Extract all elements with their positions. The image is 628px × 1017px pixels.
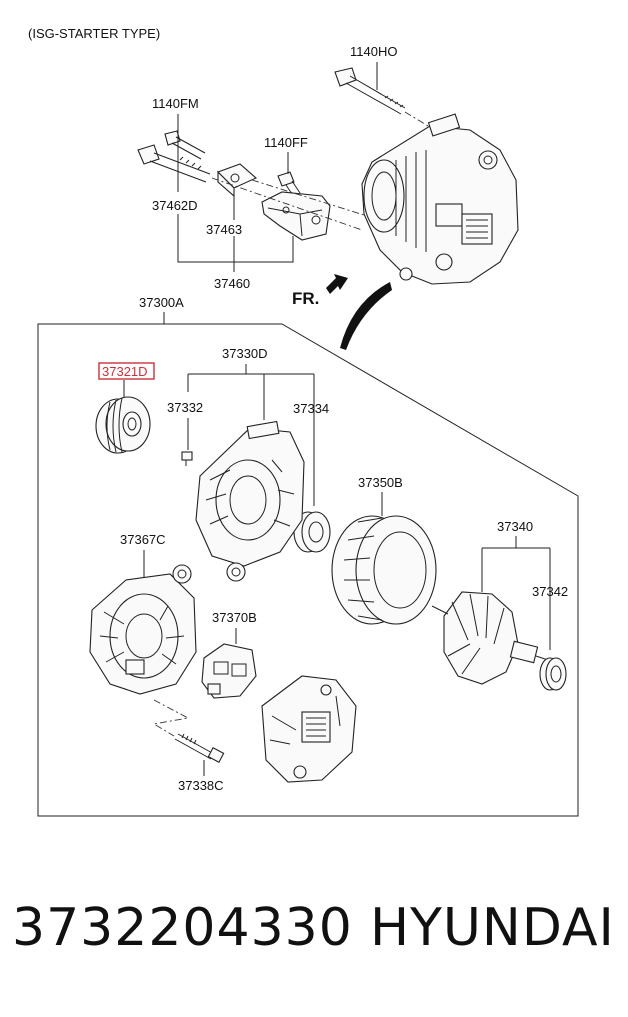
bolt-1140ho <box>334 67 439 133</box>
bolt-1140ff <box>277 171 301 198</box>
screw-37332 <box>181 451 193 466</box>
brand-name: HYUNDAI <box>370 898 615 958</box>
diagram-type-note: (ISG-STARTER TYPE) <box>28 26 160 41</box>
brush-holder-37370b <box>201 643 257 699</box>
front-housing-37330d <box>195 420 305 582</box>
bracket-37460 <box>177 214 294 263</box>
rear-cover-regulator <box>261 675 357 783</box>
pulley-37321d <box>95 396 151 454</box>
label-37460: 37460 <box>214 276 250 291</box>
rear-housing-37367c <box>89 564 197 695</box>
label-37330d: 37330D <box>222 346 268 361</box>
label-37350b: 37350B <box>358 475 403 490</box>
label-37463: 37463 <box>206 222 242 237</box>
label-1140ho: 1140HO <box>350 44 397 59</box>
exploded-view-arrow-icon <box>340 282 392 350</box>
bearing-37334 <box>293 511 331 553</box>
label-1140fm: 1140FM <box>152 96 199 111</box>
bearing-37342 <box>539 657 567 691</box>
label-37367c: 37367C <box>120 532 166 547</box>
label-37462d: 37462D <box>152 198 198 213</box>
label-37370b: 37370B <box>212 610 257 625</box>
label-37300a: 37300A <box>139 295 184 310</box>
label-1140ff: 1140FF <box>264 135 308 150</box>
front-arrow-icon <box>326 274 348 294</box>
label-37340: 37340 <box>497 519 533 534</box>
highlight-box-37321d <box>98 362 155 380</box>
label-37321d: 37321D <box>102 364 148 379</box>
stator-37350b <box>331 515 437 625</box>
nut-plate-37463 <box>217 163 258 198</box>
part-number: 3732204330 <box>12 898 353 958</box>
exploded-parts-diagram: (ISG-STARTER TYPE) 1140HO 1140FM 37462D … <box>28 26 579 817</box>
front-direction-label: FR. <box>292 289 319 308</box>
label-37332: 37332 <box>167 400 203 415</box>
bolt-1140fm-upper <box>164 130 206 160</box>
label-37334: 37334 <box>293 401 329 416</box>
label-37342: 37342 <box>532 584 568 599</box>
through-bolt-37338c <box>174 733 225 763</box>
alternator-assembly <box>361 113 519 285</box>
bolt-1140fm-lower <box>137 144 211 183</box>
rotor-37340 <box>431 591 549 685</box>
assembly-box-37300a <box>37 323 579 817</box>
label-37338c: 37338C <box>178 778 224 793</box>
